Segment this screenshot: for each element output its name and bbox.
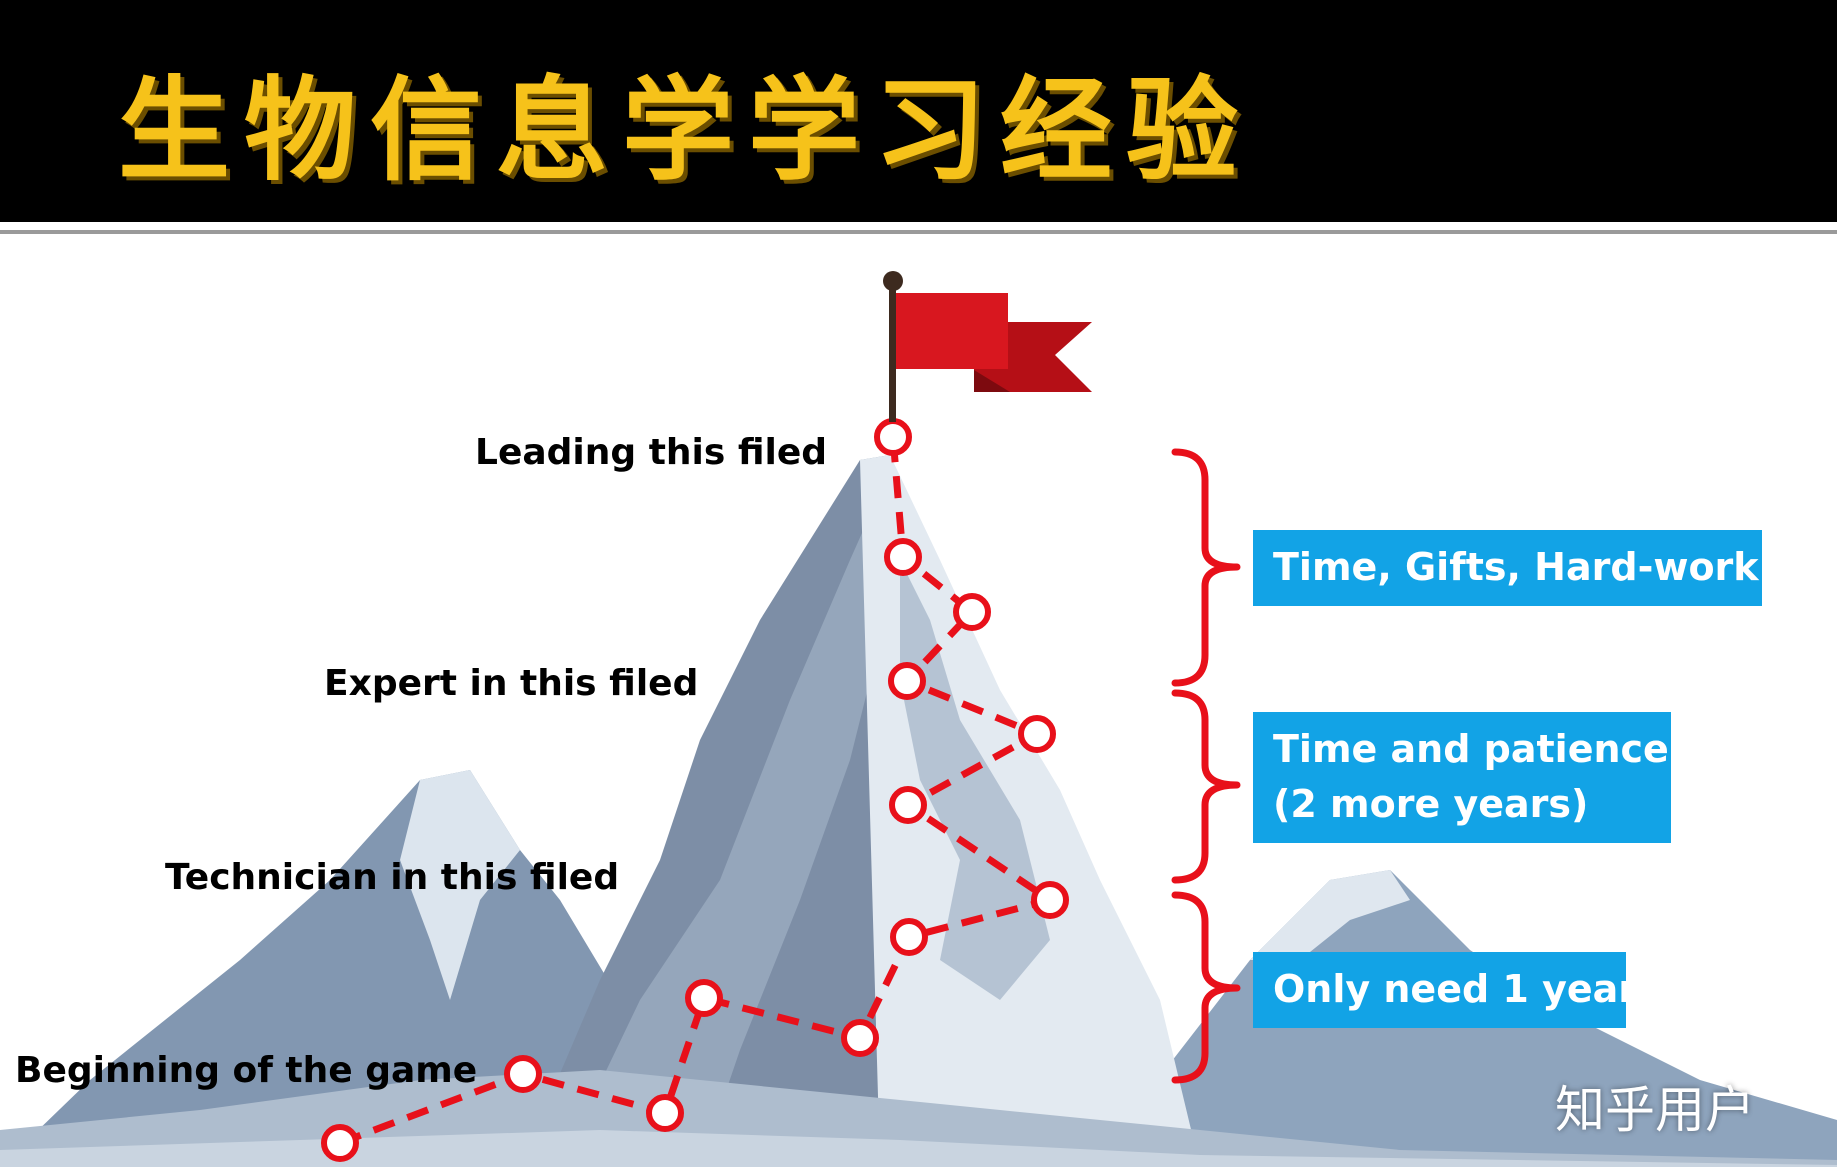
brace-icon: [1171, 448, 1241, 1084]
callout-time-gifts-hardwork: Time, Gifts, Hard-work: [1253, 530, 1762, 606]
waypoint-icon: [504, 1055, 542, 1093]
header-bar: [0, 0, 1837, 222]
callout-one-year: Only need 1 year: [1253, 952, 1638, 1028]
waypoint-icon: [889, 786, 927, 824]
stage-label-beginning: Beginning of the game: [15, 1050, 478, 1091]
header-divider: [0, 230, 1837, 234]
callout-time-patience: Time and patience (2 more years): [1253, 712, 1671, 843]
stage-label-leading: Leading this filed: [475, 432, 828, 473]
waypoint-icon: [841, 1019, 879, 1057]
waypoint-icon: [890, 918, 928, 956]
waypoint-icon: [874, 418, 912, 456]
callout-line: Only need 1 year: [1273, 967, 1638, 1011]
callout-line: Time, Gifts, Hard-work: [1273, 545, 1759, 589]
mountain-icon: [0, 455, 1837, 1167]
waypoint-icon: [321, 1124, 359, 1162]
callout-line: (2 more years): [1273, 782, 1589, 826]
waypoint-icon: [888, 662, 926, 700]
waypoint-icon: [1018, 715, 1056, 753]
stage-label-expert: Expert in this filed: [324, 663, 699, 704]
flag-icon: [883, 271, 1092, 422]
waypoints: [321, 418, 1069, 1162]
waypoint-icon: [953, 593, 991, 631]
waypoint-icon: [685, 979, 723, 1017]
stage-label-technician: Technician in this filed: [165, 857, 620, 898]
watermark: 知乎用户: [1555, 1081, 1755, 1139]
slide-title: 生物信息学学习经验: [118, 65, 1252, 196]
waypoint-icon: [646, 1094, 684, 1132]
callout-line: Time and patience: [1273, 727, 1669, 771]
waypoint-icon: [884, 538, 922, 576]
waypoint-icon: [1031, 881, 1069, 919]
